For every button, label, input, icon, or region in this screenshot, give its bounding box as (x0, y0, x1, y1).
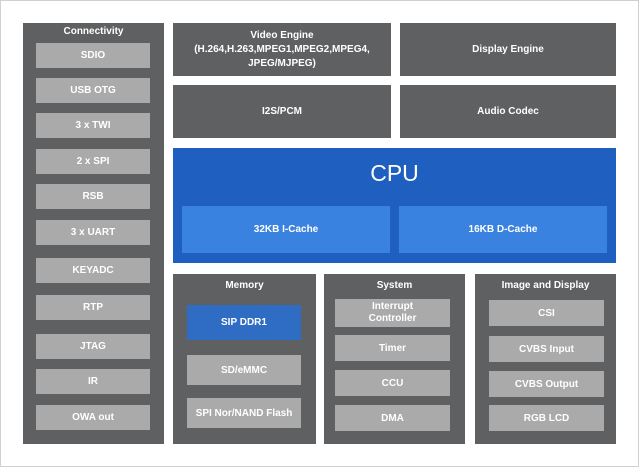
video-engine-title: Video Engine (250, 29, 314, 41)
system-item-ccu: CCU (335, 370, 450, 396)
memory-panel: Memory SIP DDR1 SD/eMMC SPI Nor/NAND Fla… (173, 274, 316, 444)
image-display-title: Image and Display (501, 280, 590, 291)
memory-title: Memory (225, 280, 264, 291)
video-engine-formats-line2: JPEG/MJPEG) (248, 57, 316, 69)
connectivity-item-owa-out: OWA out (36, 405, 150, 430)
image-display-item-cvbs-output: CVBS Output (489, 371, 604, 397)
display-engine-block: Display Engine (400, 23, 616, 76)
connectivity-item-keyadc: KEYADC (36, 258, 150, 283)
system-item-timer: Timer (335, 335, 450, 361)
memory-item-spi-nor-nand-flash: SPI Nor/NAND Flash (187, 398, 301, 428)
connectivity-item-jtag: JTAG (36, 334, 150, 359)
audio-codec-block: Audio Codec (400, 85, 616, 138)
system-item-interrupt-controller: Interrupt Controller (335, 299, 450, 327)
connectivity-item-spi: 2 x SPI (36, 149, 150, 174)
image-display-item-cvbs-input: CVBS Input (489, 336, 604, 362)
system-item-dma: DMA (335, 405, 450, 431)
dcache-block: 16KB D-Cache (399, 206, 607, 253)
image-display-item-rgb-lcd: RGB LCD (489, 405, 604, 431)
cpu-block: CPU 32KB I-Cache 16KB D-Cache (173, 148, 616, 263)
i2s-pcm-block: I2S/PCM (173, 85, 391, 138)
icache-block: 32KB I-Cache (182, 206, 390, 253)
image-display-item-csi: CSI (489, 300, 604, 326)
system-title: System (376, 280, 413, 291)
image-display-panel: Image and Display CSI CVBS Input CVBS Ou… (475, 274, 616, 444)
memory-item-sd-emmc: SD/eMMC (187, 355, 301, 385)
connectivity-title: Connectivity (63, 26, 124, 37)
connectivity-panel: Connectivity SDIO USB OTG 3 x TWI 2 x SP… (23, 23, 164, 444)
connectivity-item-uart: 3 x UART (36, 220, 150, 245)
video-engine-block: Video Engine (H.264,H.263,MPEG1,MPEG2,MP… (173, 23, 391, 76)
connectivity-item-ir: IR (36, 369, 150, 394)
memory-item-sip-ddr1: SIP DDR1 (187, 305, 301, 340)
connectivity-item-rtp: RTP (36, 295, 150, 320)
connectivity-item-rsb: RSB (36, 184, 150, 209)
system-panel: System Interrupt Controller Timer CCU DM… (324, 274, 465, 444)
cpu-title: CPU (370, 160, 419, 186)
video-engine-formats-line1: (H.264,H.263,MPEG1,MPEG2,MPEG4, (194, 43, 370, 55)
connectivity-item-sdio: SDIO (36, 43, 150, 68)
connectivity-item-twi: 3 x TWI (36, 113, 150, 138)
interrupt-line2: Controller (368, 313, 417, 324)
interrupt-line1: Interrupt (371, 301, 414, 312)
connectivity-item-usb-otg: USB OTG (36, 78, 150, 103)
